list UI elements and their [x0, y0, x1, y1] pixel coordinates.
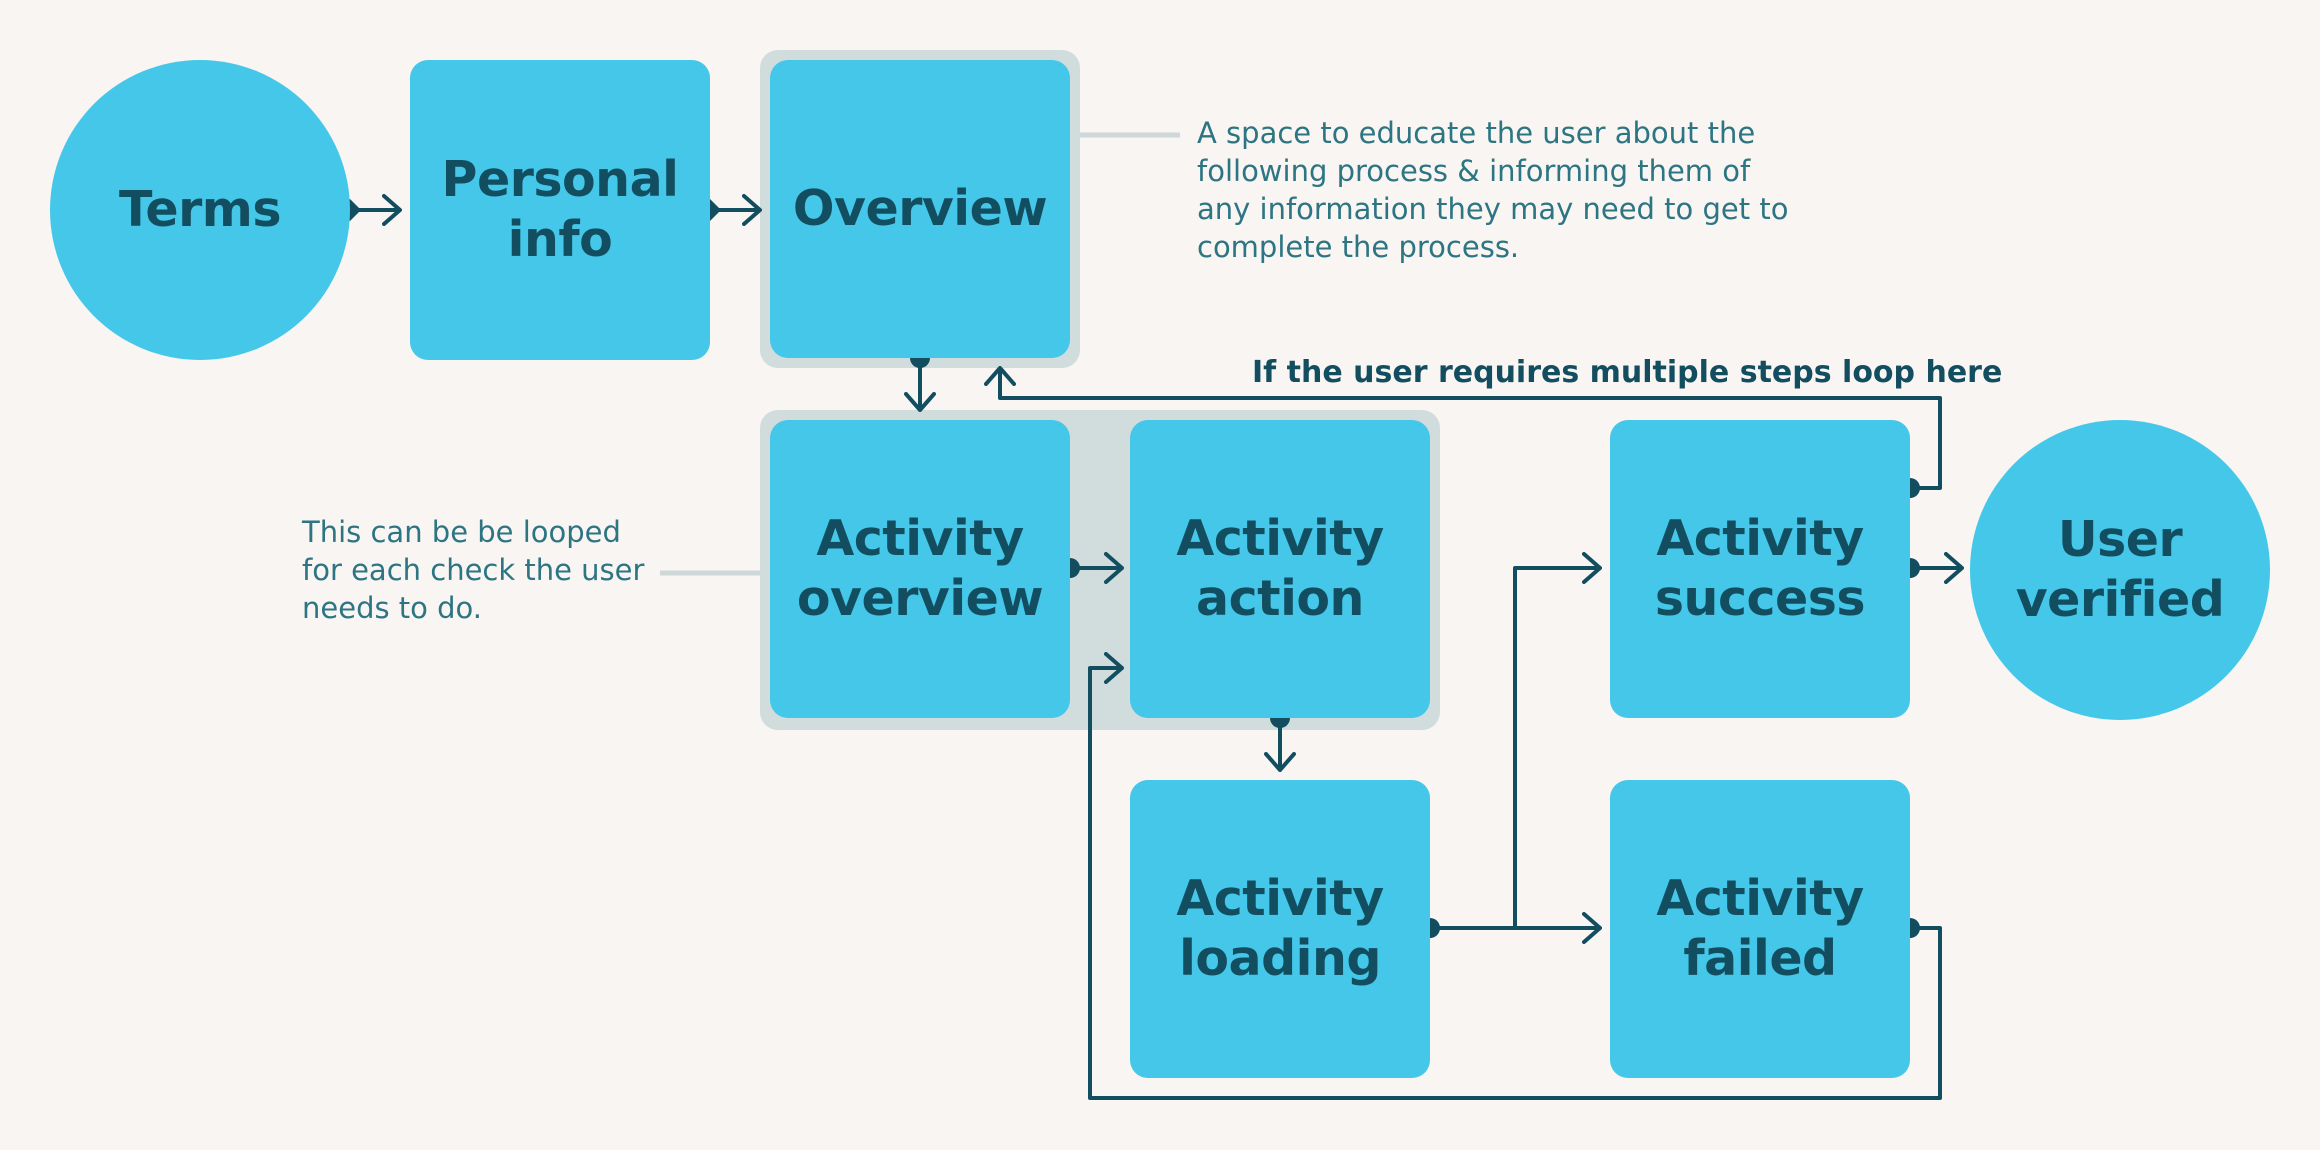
terms-node[interactable]: Terms	[50, 60, 350, 360]
activity-success-node-label-line1: Activity	[1656, 510, 1864, 567]
loop-note-line3: needs to do.	[302, 591, 482, 625]
user-verified-node-label-line1: User	[2057, 511, 2183, 568]
activity-failed-node[interactable]: Activity failed	[1610, 780, 1910, 1078]
activity-overview-node[interactable]: Activity overview	[770, 420, 1070, 718]
activity-overview-node-label-line2: overview	[796, 570, 1044, 627]
activity-overview-node-label-line1: Activity	[816, 510, 1024, 567]
loop-label: If the user requires multiple steps loop…	[1252, 355, 2003, 390]
personal-info-node[interactable]: Personal info	[410, 60, 710, 360]
overview-note-line2: following process & informing them of	[1197, 154, 1751, 188]
personal-info-node-label-line2: info	[507, 211, 613, 268]
activity-success-node[interactable]: Activity success	[1610, 420, 1910, 718]
overview-node[interactable]: Overview	[770, 60, 1070, 358]
activity-action-node[interactable]: Activity action	[1130, 420, 1430, 718]
user-verified-node-label-line2: verified	[2015, 571, 2225, 628]
overview-note-line3: any information they may need to get to	[1197, 192, 1789, 226]
terms-node-label: Terms	[118, 181, 282, 238]
activity-action-node-label-line1: Activity	[1176, 510, 1384, 567]
loop-note-line2: for each check the user	[302, 553, 645, 587]
overview-node-label: Overview	[792, 180, 1048, 237]
user-verified-node[interactable]: User verified	[1970, 420, 2270, 720]
activity-loading-node-label-line2: loading	[1179, 930, 1381, 987]
activity-action-node-label-line2: action	[1196, 570, 1364, 627]
overview-note-line4: complete the process.	[1197, 230, 1520, 264]
loop-note: This can be be looped for each check the…	[302, 513, 662, 627]
activity-failed-node-label-line1: Activity	[1656, 870, 1864, 927]
activity-success-node-label-line2: success	[1654, 570, 1866, 627]
activity-loading-node[interactable]: Activity loading	[1130, 780, 1430, 1078]
loop-note-line1: This can be be looped	[302, 515, 621, 549]
loop-back-to-overview-connector	[984, 366, 1942, 498]
activity-loading-node-label-line1: Activity	[1176, 870, 1384, 927]
failed-retry-to-action-connector	[1088, 652, 1942, 1100]
loading-to-success-connector	[1420, 552, 1602, 938]
personal-info-node-label-line1: Personal	[441, 151, 679, 208]
overview-note: A space to educate the user about the fo…	[1197, 114, 1817, 266]
activity-failed-node-label-line2: failed	[1683, 930, 1837, 987]
overview-note-line1: A space to educate the user about the	[1197, 116, 1756, 150]
